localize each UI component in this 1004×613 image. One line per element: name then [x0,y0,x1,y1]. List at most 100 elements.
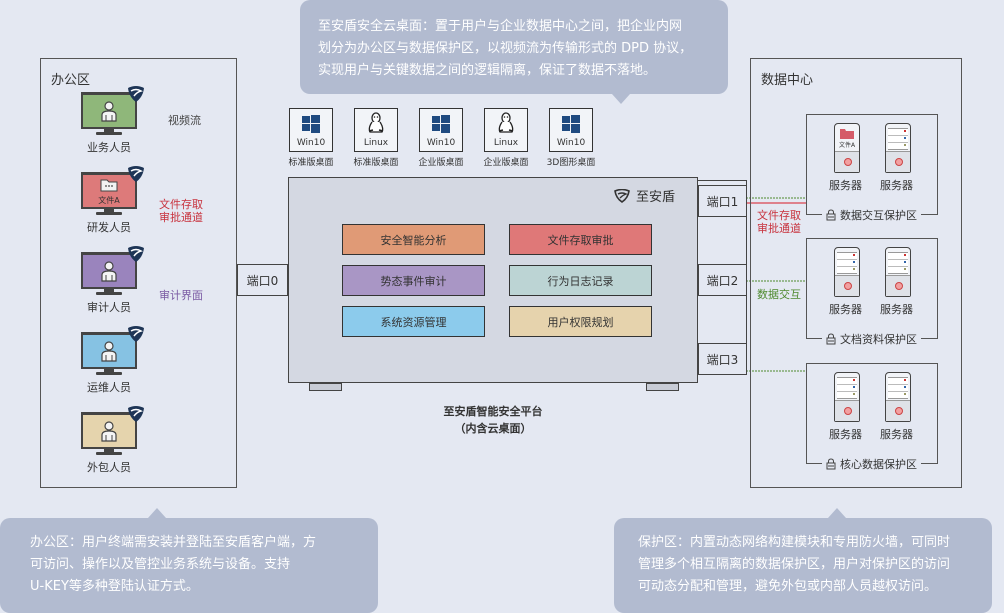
port-3[interactable]: 端口3 [698,343,747,375]
shield-icon [128,86,144,102]
lock-icon [826,209,836,221]
desktop-windows[interactable]: Win10 企业版桌面 [418,108,464,168]
user-label: 业务人员 [87,141,131,154]
office-user[interactable]: 业务人员 [64,86,154,155]
port-0-label: 端口0 [246,273,279,288]
protection-zone[interactable] [806,363,938,464]
module-label: 安全智能分析 [380,233,447,247]
protection-zone-label: 数据交互保护区 [822,207,921,223]
os-name: Win10 [556,138,586,148]
desktop-linux[interactable]: Linux 企业版桌面 [483,108,529,168]
cloud-desktop-description: 至安盾安全云桌面：置于用户与企业数据中心之间，把企业内网 划分为办公区与数据保护… [318,19,693,78]
platform-module[interactable]: 系统资源管理 [342,306,485,337]
platform-module[interactable]: 势态事件审计 [342,265,485,296]
office-description: 办公区：用户终端需安装并登陆至安盾客户端，方 可访问、操作以及管控业务系统与设备… [30,535,317,594]
platform-brand-name: 至安盾 [635,190,675,205]
platform-module[interactable]: 安全智能分析 [342,224,485,255]
protect-callout-pointer [828,508,846,518]
office-user[interactable]: 外包人员 [64,406,154,475]
desktop-label: 3D图形桌面 [546,158,596,168]
monitor-icon [81,86,144,129]
dc-file-channel-label: 文件存取 审批通道 [757,209,801,235]
windows-icon [432,115,450,133]
server-icon: 文件A [834,123,860,173]
desktop-label: 企业版桌面 [483,158,529,168]
port-2-label: 端口2 [706,273,739,288]
user-icon [101,341,117,362]
module-label: 系统资源管理 [380,315,447,329]
linux-icon [498,112,514,133]
protection-zone[interactable] [806,114,938,215]
server-label: 服务器 [880,303,913,316]
protect-description: 保护区：内置动态网络构建模块和专用防火墙，可同时 管理多个相互隔离的数据保护区，… [638,535,951,594]
platform-brand: 至安盾 [614,186,675,205]
shield-logo-icon [614,188,630,203]
port-1-label: 端口1 [706,194,739,209]
server-label: 服务器 [829,303,862,316]
folder-icon [100,179,118,192]
folder-icon [840,129,854,139]
dc-data-channel-label: 数据交互 [757,288,801,301]
windows-icon [302,115,320,133]
user-icon [101,261,117,282]
port-2[interactable]: 端口2 [698,264,747,296]
module-label: 用户权限规划 [547,315,614,329]
port-3-label: 端口3 [706,352,739,367]
protection-zone[interactable] [806,238,938,339]
monitor-icon [81,246,144,289]
server-label: 服务器 [880,179,913,192]
user-label: 审计人员 [87,301,131,314]
user-icon [101,101,117,122]
office-zone-title: 办公区 [51,73,91,88]
shield-icon [128,166,144,182]
audit-channel-label: 审计界面 [159,289,203,302]
os-name: Win10 [426,138,456,148]
linux-icon [368,112,384,133]
shield-icon [128,406,144,422]
platform-module[interactable]: 用户权限规划 [509,306,652,337]
module-label: 文件存取审批 [547,233,614,247]
user-label: 运维人员 [87,381,131,394]
office-user[interactable]: 审计人员 [64,246,154,315]
user-label: 研发人员 [87,221,131,234]
office-user[interactable]: 文件A 研发人员 [64,166,154,235]
user-icon [101,421,117,442]
platform-foot-left [309,383,342,391]
desktop-windows[interactable]: Win10 标准版桌面 [288,108,334,168]
protection-zone-label: 文档资料保护区 [822,331,921,347]
monitor-icon [81,326,144,369]
file-label: 文件A [98,196,120,205]
file-channel-label: 文件存取 审批通道 [159,198,203,224]
video-stream-label: 视频流 [168,114,201,127]
shield-icon [128,246,144,262]
desktop-label: 标准版桌面 [353,158,399,168]
office-user[interactable]: 运维人员 [64,326,154,395]
platform-subtitle: （内含云桌面） [454,422,532,435]
callout-pointer [612,94,630,104]
platform-name: 至安盾智能安全平台 [443,405,543,418]
user-label: 外包人员 [87,461,131,474]
platform-module[interactable]: 文件存取审批 [509,224,652,255]
server-label: 服务器 [829,179,862,192]
os-name: Win10 [296,138,326,148]
protect-callout: 保护区：内置动态网络构建模块和专用防火墙，可同时 管理多个相互隔离的数据保护区，… [614,518,992,613]
windows-icon [562,115,580,133]
cloud-desktop-callout: 至安盾安全云桌面：置于用户与企业数据中心之间，把企业内网 划分为办公区与数据保护… [300,0,728,94]
server-icon [834,372,860,422]
port-1[interactable]: 端口1 [698,185,747,217]
desktop-windows[interactable]: Win10 3D图形桌面 [547,108,595,168]
server-label: 服务器 [829,428,862,441]
port-0[interactable]: 端口0 [237,264,288,296]
office-callout: 办公区：用户终端需安装并登陆至安盾客户端，方 可访问、操作以及管控业务系统与设备… [0,518,378,613]
desktop-linux[interactable]: Linux 标准版桌面 [353,108,399,168]
datacenter-zone: 数据中心 [750,58,962,488]
os-name: Linux [363,138,389,148]
lock-icon [826,458,836,470]
protection-zone-label: 核心数据保护区 [822,456,921,472]
desktop-label: 标准版桌面 [288,158,334,168]
desktop-label: 企业版桌面 [418,158,464,168]
monitor-icon: 文件A [81,166,144,209]
platform-module[interactable]: 行为日志记录 [509,265,652,296]
server-file-label: 文件A [838,142,856,149]
platform-foot-right [646,383,679,391]
